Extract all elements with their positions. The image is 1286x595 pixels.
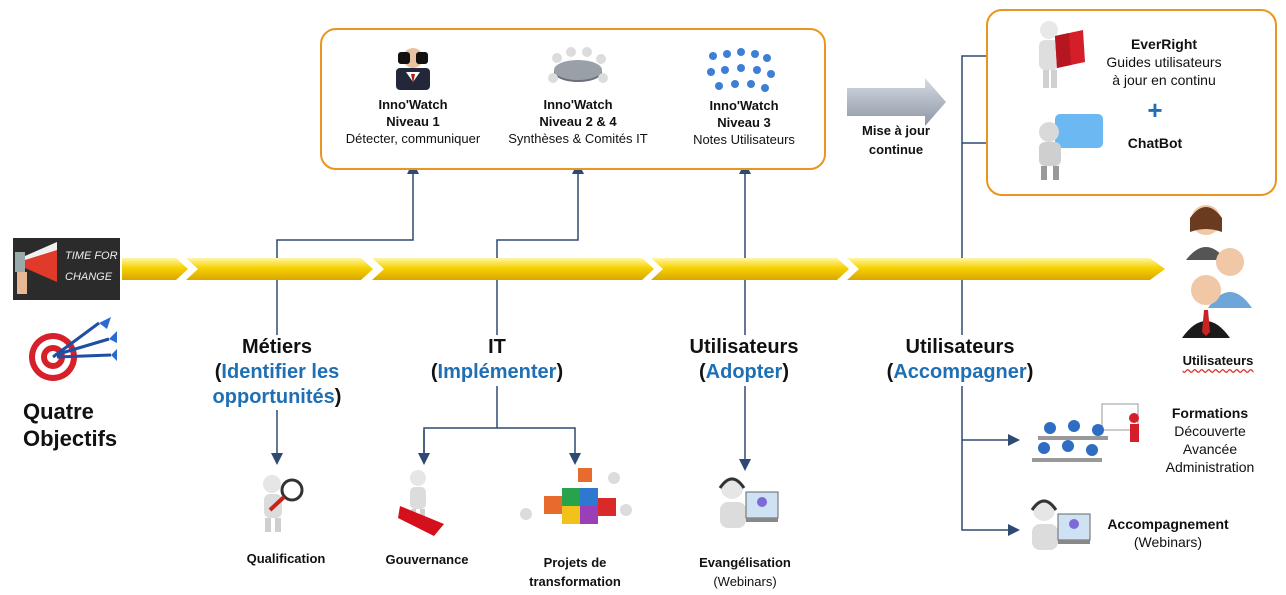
paren-close: ) [334, 386, 342, 408]
outcome-accompagnement-sub: (Webinars) [1133, 534, 1203, 550]
outcome-qualification: Qualification [246, 551, 326, 566]
paren-open: ( [698, 361, 706, 383]
innowatch-1-level: Niveau 1 [386, 114, 440, 129]
innowatch-3-title: Inno'Watch [709, 98, 779, 113]
innowatch-1-desc: Détecter, communiquer [345, 131, 481, 146]
objective-it-action: (Implémenter) [412, 360, 582, 385]
outcome-projets-line-2: transformation [529, 574, 621, 589]
binoculars-person-icon [386, 44, 440, 90]
banner-line-1: TIME FOR [65, 250, 118, 262]
paren-close: ) [782, 361, 789, 383]
innowatch-2-level: Niveau 2 & 4 [539, 114, 617, 129]
everright-plus: + [1147, 95, 1163, 125]
outcome-projets: Projets de transformation [515, 553, 635, 591]
outcome-gouvernance: Gouvernance [385, 552, 469, 567]
outcome-accompagnement-title: Accompagnement [1107, 516, 1229, 532]
innowatch-1-title: Inno'Watch [378, 97, 448, 112]
timeline-segment-1 [122, 258, 188, 280]
objective-metiers-title: Métiers [241, 336, 313, 358]
objective-metiers-action-2: opportunités [212, 386, 335, 408]
puzzle-team-icon [514, 464, 640, 544]
timeline-segment-2 [186, 258, 373, 280]
objective-metiers-action-line-2: opportunités) [192, 385, 362, 410]
target-darts-icon [27, 313, 117, 385]
objective-metiers: Métiers (Identifier les opportunités) [192, 335, 362, 410]
objectives-line-2: Objectifs [23, 426, 118, 451]
paren-open: ( [430, 361, 438, 383]
time-for-change-banner: TIME FOR CHANGE [13, 238, 120, 300]
training-class-icon [1020, 400, 1160, 482]
timeline-segment-4 [651, 258, 849, 280]
outcome-projets-line-1: Projets de [543, 555, 607, 570]
everright-text: EverRight Guides utilisateurs à jour en … [1094, 35, 1234, 89]
accompaniment-headset-icon [1024, 496, 1094, 562]
objective-adopter-title: Utilisateurs [689, 336, 799, 358]
outcome-formations-3: Administration [1165, 459, 1255, 475]
chatbot-icon [1035, 112, 1105, 182]
outcome-evangelisation: Evangélisation (Webinars) [680, 553, 810, 591]
update-label: Mise à jour continue [836, 121, 956, 159]
outcome-accompagnement: Accompagnement (Webinars) [1098, 515, 1238, 551]
innowatch-2-title: Inno'Watch [543, 97, 613, 112]
objective-accompagner-action-text: Accompagner [893, 361, 1027, 383]
objective-adopter-action: (Adopter) [664, 360, 824, 385]
objective-accompagner-action: (Accompagner) [870, 360, 1050, 385]
objective-metiers-action-1: Identifier les [221, 361, 340, 383]
objective-it: IT (Implémenter) [412, 335, 582, 385]
arrow-person-icon [396, 466, 450, 538]
timeline-arrows [122, 258, 1165, 280]
outcome-formations-2: Avancée [1182, 441, 1238, 457]
objective-metiers-action: (Identifier les [192, 360, 362, 385]
objective-accompagner-title: Utilisateurs [905, 336, 1015, 358]
objectives-heading: Quatre Objectifs [23, 398, 117, 452]
innowatch-level-3: Inno'Watch Niveau 3 Notes Utilisateurs [664, 97, 824, 148]
objective-adopter: Utilisateurs (Adopter) [664, 335, 824, 385]
update-arrow-shape [847, 78, 946, 126]
banner-line-2: CHANGE [65, 271, 113, 283]
outcome-formations-1: Découverte [1174, 423, 1246, 439]
webinar-headset-icon [712, 472, 782, 542]
paren-open: ( [214, 361, 222, 383]
objective-it-title: IT [488, 336, 506, 358]
users-group-icon [1178, 200, 1258, 342]
meeting-table-icon [545, 46, 611, 90]
outcome-formations-title: Formations [1171, 405, 1249, 421]
timeline-segment-3 [372, 258, 654, 280]
objective-it-action-text: Implémenter [437, 361, 557, 383]
innowatch-level-2-4: Inno'Watch Niveau 2 & 4 Synthèses & Comi… [498, 96, 658, 147]
everright-box [986, 9, 1277, 196]
guide-reader-icon [1025, 20, 1091, 90]
update-line-2: continue [868, 142, 924, 157]
everright-line-2: à jour en continu [1112, 72, 1216, 88]
paren-open: ( [886, 361, 894, 383]
megaphone-icon [15, 242, 57, 294]
innowatch-2-desc: Synthèses & Comités IT [508, 131, 648, 146]
everright-line-1: Guides utilisateurs [1106, 54, 1222, 70]
innowatch-level-1: Inno'Watch Niveau 1 Détecter, communique… [333, 96, 493, 147]
magnifier-person-icon [246, 470, 308, 534]
innowatch-3-desc: Notes Utilisateurs [693, 132, 795, 147]
everright-title: EverRight [1130, 36, 1198, 52]
update-line-1: Mise à jour [862, 123, 930, 138]
outcome-formations: Formations Découverte Avancée Administra… [1150, 404, 1270, 476]
user-network-icon [701, 46, 779, 92]
paren-close: ) [556, 361, 564, 383]
outcome-evangelisation-title: Evangélisation [699, 555, 791, 570]
outcome-evangelisation-sub: (Webinars) [713, 574, 777, 589]
objective-adopter-action-text: Adopter [705, 361, 783, 383]
timeline-segment-5 [847, 258, 1165, 280]
objective-accompagner: Utilisateurs (Accompagner) [870, 335, 1050, 385]
innowatch-3-level: Niveau 3 [717, 115, 771, 130]
users-label: Utilisateurs [1182, 353, 1254, 368]
objectives-line-1: Quatre [23, 399, 94, 424]
chatbot-label: ChatBot [1127, 135, 1183, 151]
paren-close: ) [1026, 361, 1034, 383]
